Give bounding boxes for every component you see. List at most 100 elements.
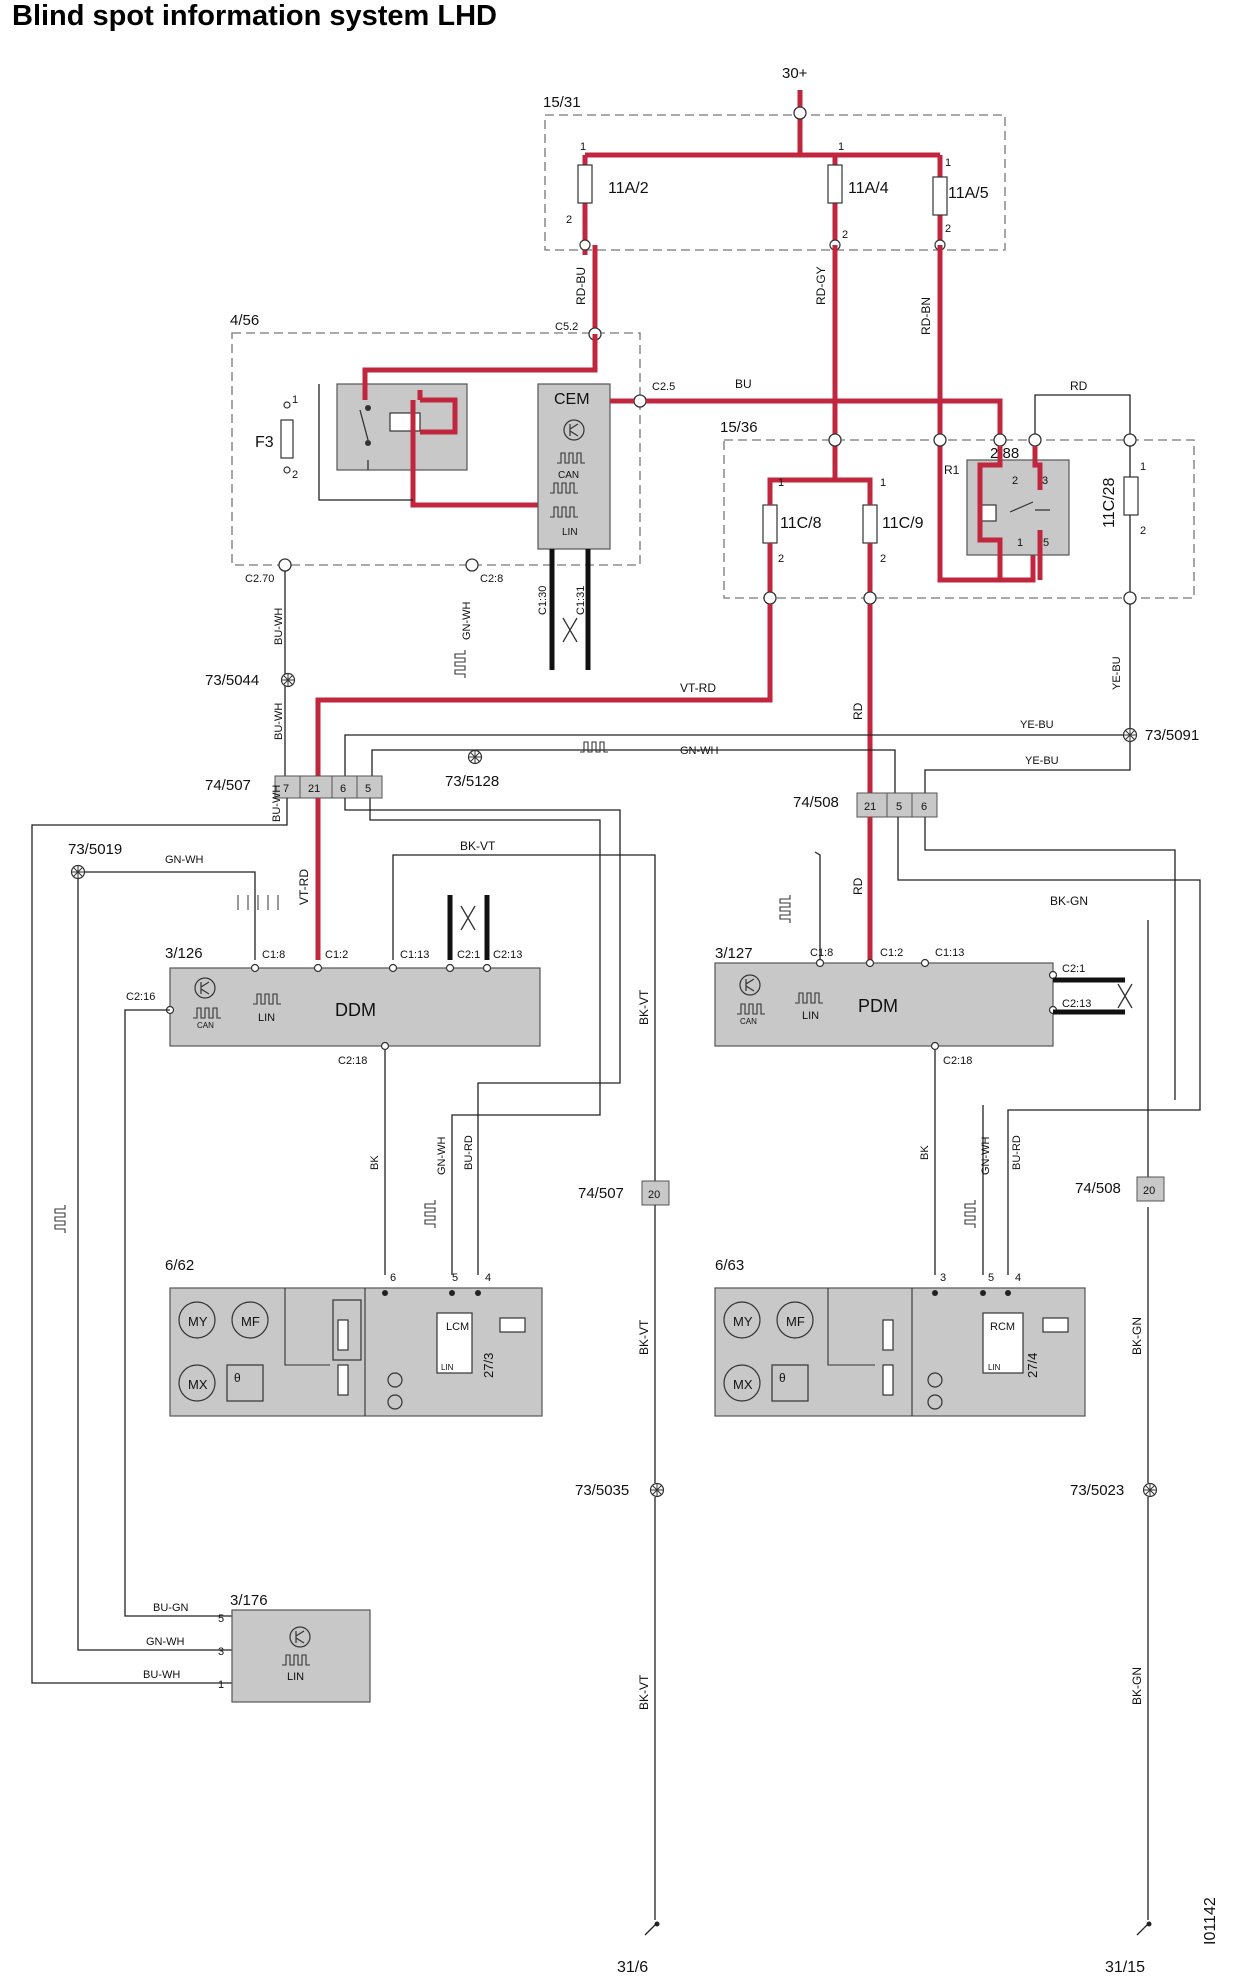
fuse-11a2-pin2: 2	[566, 214, 572, 226]
wire-bu-rd-mirror-l-label: BU-RD	[463, 1135, 475, 1170]
switch-module-3-176: 3/176 LIN 5 3 1	[218, 1592, 371, 1703]
wire-vt-rd-label: VT-RD	[680, 681, 716, 695]
switch-pin-5: 5	[218, 1613, 224, 1625]
mirror-r-lin: LIN	[988, 1363, 1001, 1372]
conn-508-label: 74/508	[793, 794, 839, 811]
ddm-pin-c113: C1:13	[400, 949, 429, 961]
splice-5044-label: 73/5044	[205, 672, 259, 689]
pdm-module: 3/127 PDM LIN CAN C1:8 C1:2 C1:13 C2:1 C…	[714, 945, 1091, 1067]
cem-label: CEM	[554, 391, 590, 408]
conn-c270-label: C2.70	[245, 573, 274, 585]
wire-gn-wh-switch-label: GN-WH	[146, 1636, 185, 1648]
ddm-id-label: 3/126	[165, 945, 203, 962]
ddm-can-label: CAN	[197, 1021, 214, 1030]
diagram-title: Blind spot information system LHD	[12, 0, 497, 32]
fuse-11a5-pin2: 2	[945, 223, 951, 235]
relay-pin-1: 1	[1017, 537, 1023, 549]
connector-74-508: 74/508 21 5 6	[793, 792, 938, 818]
wire-bk-gn-mid-label: BK-GN	[1130, 1317, 1144, 1355]
cem-module: CEM CAN LIN	[537, 383, 611, 550]
conn-c52-label: C5.2	[555, 321, 578, 333]
wire-ye-bu-label: YE-BU	[1111, 656, 1123, 690]
fuse-11c8-pin1: 1	[778, 477, 784, 489]
wire-bu-gn-switch-label: BU-GN	[153, 1602, 189, 1614]
relaybox-label: 15/36	[720, 419, 758, 436]
fuse-11c9: 11C/9 1 2	[862, 477, 924, 565]
splice-5128-label: 73/5128	[445, 773, 499, 790]
splice-5023-label: 73/5023	[1070, 1482, 1124, 1499]
conn-507-pin-7: 7	[283, 783, 289, 795]
mirror-l-mf: MF	[241, 1314, 260, 1329]
cem-box-label: 4/56	[230, 312, 259, 329]
mirror-6-62: 6/62 MY MF MX θ LCM LIN 27/3 6 5 4	[165, 1257, 543, 1417]
conn-c130-label: C1:30	[537, 586, 549, 615]
fuse-11a4-pin1: 1	[838, 141, 844, 153]
wire-rd-bn-label: RD-BN	[919, 297, 933, 335]
relay-2-88: 2/88 R1 2 3 1 5	[944, 445, 1070, 556]
connector-74-507: 74/507 7 21 6 5	[205, 775, 383, 799]
wire-bu-wh-small-label: BU-WH	[271, 785, 283, 822]
ddm-lin-label: LIN	[258, 1012, 275, 1024]
mirror-r-pin-3: 3	[940, 1272, 946, 1284]
fuse-11c9-pin2: 2	[880, 553, 886, 565]
wire-bk-vt-bottom-label: BK-VT	[637, 1674, 651, 1710]
mirror-right-id: 6/63	[715, 1257, 744, 1274]
conn-508-pin-6: 6	[921, 801, 927, 813]
wire-ye-bu-label-3: YE-BU	[1025, 755, 1059, 767]
fuse-11a4-pin2: 2	[842, 229, 848, 241]
ddm-pin-c18: C1:8	[262, 949, 285, 961]
wire-rd-bu-label: RD-BU	[574, 267, 588, 305]
fuse-11c28-label: 11C/28	[1101, 477, 1118, 528]
conn-c28-label: C2:8	[480, 573, 503, 585]
ground-31-6-label: 31/6	[617, 1959, 648, 1976]
wire-ye-bu-label-2: YE-BU	[1020, 719, 1054, 731]
fuse-f3-pin1: 1	[292, 394, 298, 406]
conn-508-pin-5: 5	[896, 801, 902, 813]
wire-gn-wh-cem-label: GN-WH	[461, 601, 473, 640]
cem-can-label: CAN	[558, 470, 579, 481]
mirror-r-lamp: 27/4	[1025, 1353, 1040, 1378]
conn-c25-label: C2.5	[652, 381, 675, 393]
fuse-11a5-label: 11A/5	[948, 185, 989, 202]
wire-gn-wh-mirror-r-label: GN-WH	[980, 1136, 992, 1175]
mirror-l-mx: MX	[188, 1377, 208, 1392]
document-id: I01142	[1202, 1897, 1219, 1945]
wire-rd-top-label: RD	[1070, 379, 1088, 393]
cem-relay	[336, 383, 468, 471]
conn-c131-label: C1:31	[575, 586, 587, 615]
fuse-11c28-pin2: 2	[1140, 525, 1146, 537]
fuse-11c8-pin2: 2	[778, 553, 784, 565]
fuse-f3-pin2: 2	[292, 469, 298, 481]
fuse-11a2-label: 11A/2	[608, 180, 649, 197]
pdm-name-label: PDM	[858, 996, 898, 1016]
pdm-lin-label: LIN	[802, 1010, 819, 1022]
conn-508-pin20-label: 74/508	[1075, 1180, 1121, 1197]
ddm-pin-c218: C2:18	[338, 1055, 367, 1067]
mirror-r-mf: MF	[786, 1314, 805, 1329]
cem-box-4-56: 4/56	[230, 312, 641, 566]
splice-5019-label: 73/5019	[68, 841, 122, 858]
ddm-module: 3/126 DDM LIN CAN C1:8 C1:2 C1:13 C2:1 C…	[126, 945, 541, 1067]
wire-vt-rd-ddm-label: VT-RD	[297, 869, 311, 905]
fuse-11c9-label: 11C/9	[882, 515, 924, 532]
relay-coil-label: R1	[944, 463, 960, 477]
pdm-pin-c218: C2:18	[943, 1055, 972, 1067]
wire-bk-vt-mid-label: BK-VT	[637, 989, 651, 1025]
pdm-pin-c21: C2:1	[1062, 963, 1085, 975]
conn-507-label: 74/507	[205, 777, 251, 794]
wire-bu-rd-mirror-r-label: BU-RD	[1011, 1135, 1023, 1170]
lin-signal-ddm	[237, 895, 279, 910]
fuse-11a4: 11A/4 1 2	[827, 141, 889, 241]
wire-gn-wh-ddm-label: GN-WH	[165, 854, 204, 866]
relay-pin-5: 5	[1043, 537, 1049, 549]
conn-507-pin20-label: 74/507	[578, 1185, 624, 1202]
ddm-pin-c12: C1:2	[325, 949, 348, 961]
supply-30-label: 30+	[782, 65, 808, 82]
fuse-f3-label: F3	[255, 434, 274, 451]
wire-gn-wh-mirror-l-label: GN-WH	[436, 1136, 448, 1175]
fuse-11c8-label: 11C/8	[780, 515, 822, 532]
conn-508-pin20: 20	[1143, 1185, 1155, 1197]
mirror-l-theta: θ	[234, 1371, 241, 1385]
fuse-11a5: 11A/5 1 2	[932, 157, 989, 235]
